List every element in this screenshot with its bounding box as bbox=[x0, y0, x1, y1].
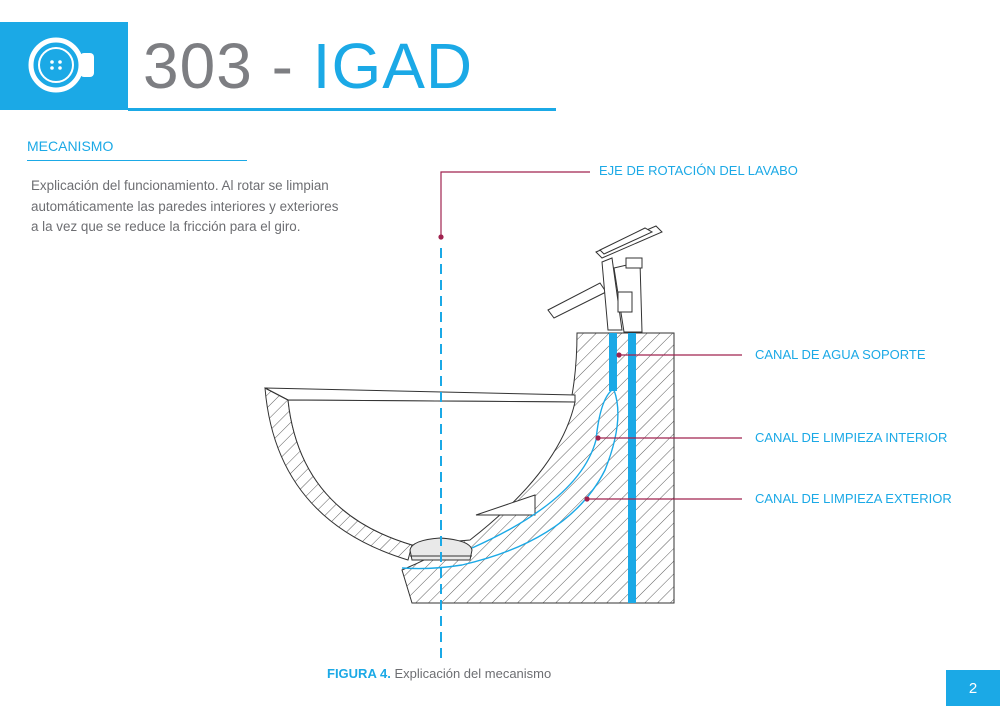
figure-label: FIGURA 4. bbox=[327, 666, 391, 681]
drain bbox=[409, 537, 473, 561]
figure-caption-text: Explicación del mecanismo bbox=[394, 666, 552, 681]
inner-cleaning-channel bbox=[471, 389, 613, 549]
callout-inner-channel: CANAL DE LIMPIEZA INTERIOR bbox=[755, 430, 948, 445]
callout-outer-channel: CANAL DE LIMPIEZA EXTERIOR bbox=[755, 491, 952, 506]
support-water-channel bbox=[609, 333, 617, 391]
logo-box bbox=[0, 22, 128, 110]
button-circle-icon bbox=[28, 37, 94, 93]
faucet bbox=[547, 225, 663, 333]
pedestal-step bbox=[475, 494, 536, 516]
callout-axis: EJE DE ROTACIÓN DEL LAVABO bbox=[599, 163, 798, 178]
main-water-channel bbox=[628, 333, 636, 603]
title-dash: - bbox=[271, 30, 294, 102]
page-number: 2 bbox=[946, 670, 1000, 706]
section-body: Explicación del funcionamiento. Al rotar… bbox=[31, 178, 339, 234]
title-name: IGAD bbox=[312, 30, 474, 102]
leader-lines bbox=[440, 171, 742, 500]
title-underline bbox=[128, 108, 556, 111]
title-number: 303 bbox=[143, 30, 253, 102]
figure-caption: FIGURA 4. Explicación del mecanismo bbox=[327, 666, 551, 681]
page-title: 303 - IGAD bbox=[143, 34, 473, 98]
section-title: MECANISMO bbox=[27, 138, 114, 154]
outer-cleaning-channel bbox=[401, 389, 619, 570]
section-underline bbox=[27, 160, 247, 161]
callout-support-channel: CANAL DE AGUA SOPORTE bbox=[755, 347, 926, 362]
